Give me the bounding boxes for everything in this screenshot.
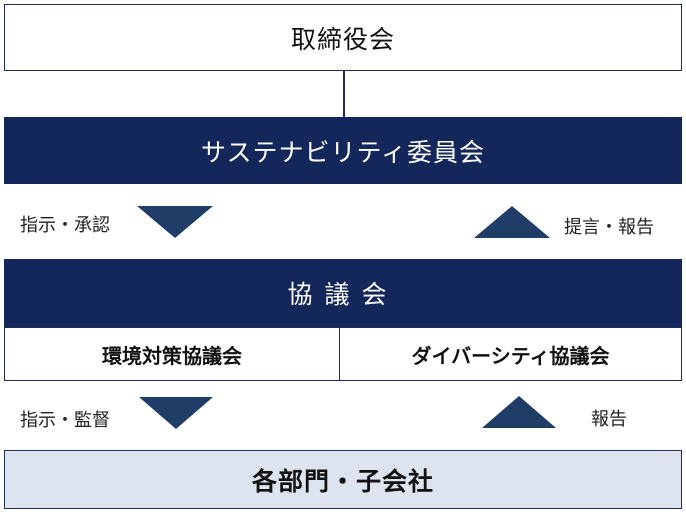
environmental-council-label: 環境対策協議会 <box>102 343 242 368</box>
up-arrow-icon <box>482 396 556 428</box>
report-label: 報告 <box>591 409 627 430</box>
council-box: 協議会 <box>4 259 682 327</box>
sustainability-committee-box: サステナビリティ委員会 <box>4 117 682 184</box>
up-arrow-icon <box>474 206 550 238</box>
board-of-directors-label: 取締役会 <box>290 24 395 54</box>
council-label: 協議会 <box>287 280 399 309</box>
board-of-directors-box: 取締役会 <box>4 4 682 71</box>
departments-subsidiaries-box: 各部門・子会社 <box>4 450 682 509</box>
proposal-report-label: 提言・報告 <box>564 217 654 238</box>
environmental-council-box: 環境対策協議会 <box>4 327 339 381</box>
instruction-supervision-label: 指示・監督 <box>20 410 110 431</box>
instruction-approval-label: 指示・承認 <box>20 215 110 236</box>
board-committee-connector <box>343 71 345 117</box>
diversity-council-box: ダイバーシティ協議会 <box>339 327 682 381</box>
down-arrow-icon <box>139 397 213 429</box>
down-arrow-icon <box>137 206 213 238</box>
departments-subsidiaries-label: 各部門・子会社 <box>251 466 434 496</box>
diversity-council-label: ダイバーシティ協議会 <box>411 343 610 368</box>
sustainability-committee-label: サステナビリティ委員会 <box>200 137 485 167</box>
